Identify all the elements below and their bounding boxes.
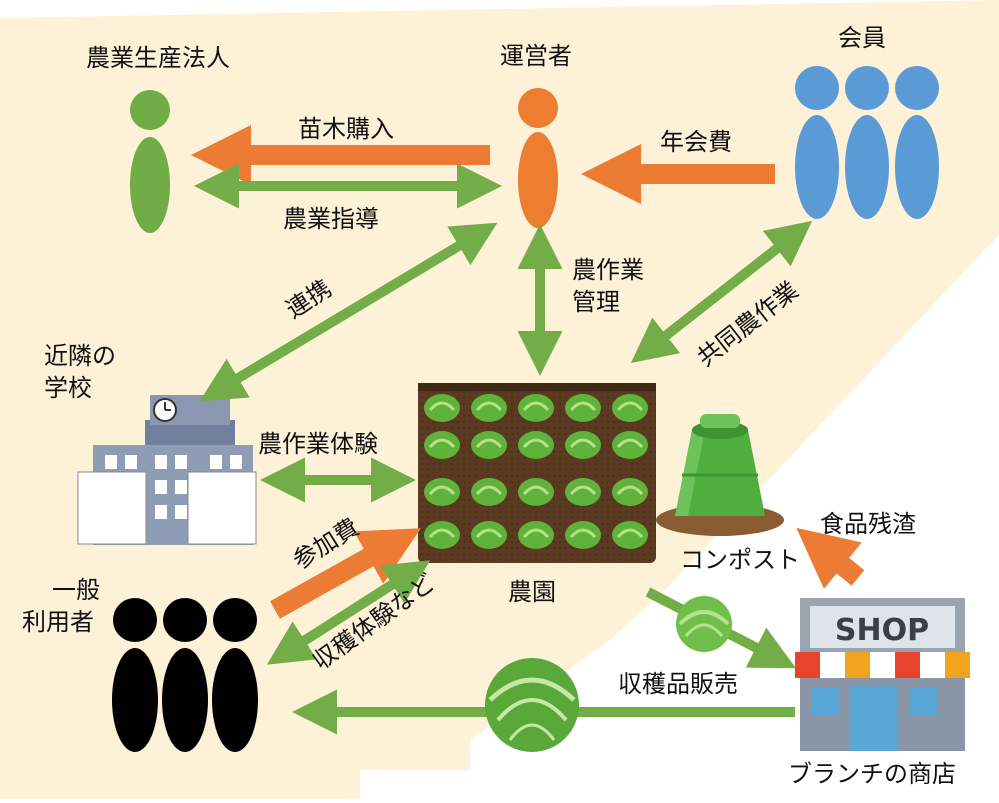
members-label: 会員 xyxy=(838,24,886,52)
cabbage-icon xyxy=(424,394,460,422)
cabbage-icon xyxy=(424,478,460,506)
cabbage-icon xyxy=(471,478,507,506)
cabbage-icon xyxy=(612,394,648,422)
cabbage-icon xyxy=(565,394,601,422)
arrow-harvest-experience xyxy=(266,560,431,665)
school-building-icon xyxy=(77,395,257,545)
cabbage-on-arrow-icon xyxy=(676,596,732,652)
large-cabbage-on-arrow-icon xyxy=(485,658,579,752)
cabbage-icon xyxy=(471,431,507,459)
compost-bin-icon xyxy=(656,414,784,536)
farming-experience-label: 農作業体験 xyxy=(258,430,378,458)
cabbage-icon xyxy=(518,431,554,459)
school-label-line2: 学校 xyxy=(44,374,92,402)
seedling-purchase-label: 苗木購入 xyxy=(298,115,394,143)
food-waste-label: 食品残渣 xyxy=(820,510,916,538)
cabbage-icon xyxy=(565,431,601,459)
cabbage-icon xyxy=(565,521,601,549)
cabbage-icon xyxy=(424,431,460,459)
cabbage-icon xyxy=(518,394,554,422)
cabbage-icon xyxy=(518,521,554,549)
farm-management-label-line2: 管理 xyxy=(572,288,620,316)
cabbage-icon xyxy=(565,478,601,506)
operator-figure-icon xyxy=(518,88,558,228)
farm-field-icon xyxy=(418,383,656,563)
annual-fee-label: 年会費 xyxy=(660,128,732,156)
harvest-sales-label: 収穫品販売 xyxy=(618,670,738,698)
public-label-line1: 一般 xyxy=(52,576,100,604)
shop-sign-text: SHOP xyxy=(835,613,929,648)
public-users-figure-icon xyxy=(112,598,258,752)
cabbage-icon xyxy=(612,431,648,459)
arrow-food-waste xyxy=(796,527,865,589)
farm-management-label-line1: 農作業 xyxy=(572,256,644,284)
shop-label: ブランチの商店 xyxy=(788,760,956,788)
cabbage-icon xyxy=(424,521,460,549)
cabbage-grid xyxy=(424,394,648,549)
public-label-line2: 利用者 xyxy=(22,608,94,636)
farming-guidance-label: 農業指導 xyxy=(283,205,379,233)
farm-corp-figure-icon xyxy=(130,90,170,233)
members-figure-icon xyxy=(795,66,939,219)
cabbage-icon xyxy=(471,521,507,549)
farm-corp-label: 農業生産法人 xyxy=(86,44,230,72)
cabbage-icon xyxy=(471,394,507,422)
compost-label: コンポスト xyxy=(680,546,800,574)
school-label-line1: 近隣の xyxy=(44,342,116,370)
arrow-joint-farming xyxy=(630,220,813,364)
cabbage-icon xyxy=(518,478,554,506)
cabbage-icon xyxy=(612,521,648,549)
shop-building-icon xyxy=(795,598,970,751)
cabbage-icon xyxy=(612,478,648,506)
farm-label: 農園 xyxy=(508,578,556,606)
arrow-cooperation xyxy=(199,222,498,402)
operator-label: 運営者 xyxy=(500,42,572,70)
